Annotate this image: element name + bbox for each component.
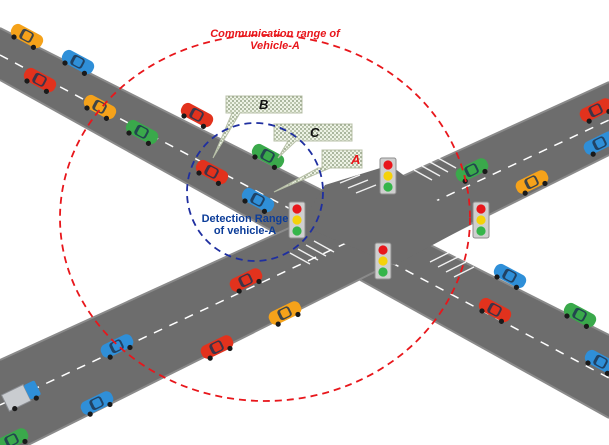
traffic-light-icon [472,201,490,239]
intersection [300,165,470,265]
communication-range-label: Communication range of Vehicle-A [205,28,345,52]
communication-range-circle [59,34,471,402]
vehicle-c-label: C [310,125,320,140]
communication-range-line2: Vehicle-A [250,40,300,52]
callout-b-speech-callout-icon [212,95,303,159]
communication-range-line1: Communication range of [210,28,340,40]
traffic-light-icon [374,242,392,280]
traffic-light-icon [379,157,397,195]
callout-a-speech-callout-icon [273,149,363,193]
crosswalk-markings [289,157,475,278]
detection-range-line2: of vehicle-A [213,225,277,237]
vehicle-a-label: A [351,152,361,167]
detection-range-line1: Detection Range [201,213,289,225]
detection-range-circle [186,122,324,262]
truck-icon [0,380,41,412]
vehicle-b-label: B [259,97,269,112]
detection-range-label: Detection Range of vehicle-A [186,213,304,237]
callout-c-speech-callout-icon [273,123,353,159]
traffic-light-icon [288,201,306,239]
